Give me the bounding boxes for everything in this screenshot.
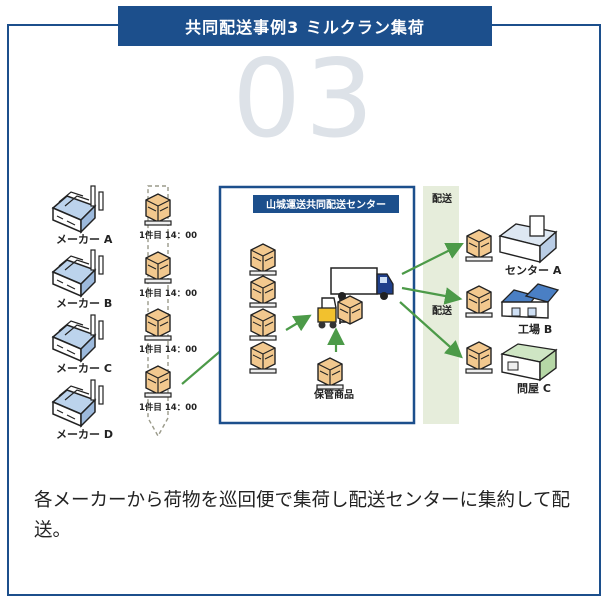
arrow-to-forklift: [285, 314, 312, 332]
description-text: 各メーカーから荷物を巡回便で集荷し配送センターに集約して配送。: [34, 490, 570, 541]
maker-label: メーカー A: [56, 233, 113, 246]
maker-b: メーカー B: [52, 249, 112, 310]
wholesaler-c-building-icon: [500, 343, 558, 382]
factory-icon: [52, 185, 104, 233]
forklift-icon: [317, 295, 363, 329]
case-number: 03: [232, 37, 378, 162]
destination-label: 問屋 C: [517, 382, 551, 395]
center-label: 山城運送共同配送センター: [266, 198, 386, 211]
arrow-to-wholesaler-c: [399, 301, 463, 359]
factory-b-building-icon: [500, 283, 560, 319]
arrow-to-factory-b: [401, 286, 463, 305]
factory-icon: [52, 379, 104, 427]
pallet-icon: [145, 252, 171, 283]
pallet-icon: [145, 194, 171, 225]
pallet-icon: [145, 366, 171, 397]
factory-icon: [52, 249, 104, 297]
destination-label: 工場 B: [518, 322, 552, 336]
pallet-icon: [145, 309, 171, 340]
maker-label: メーカー C: [56, 362, 112, 375]
pickup-time: 1件目 14：00: [139, 344, 197, 355]
page-title: 共同配送事例3 ミルクラン集荷: [118, 6, 492, 46]
storage-label: 保管商品: [313, 388, 354, 401]
center-a-building-icon: [498, 215, 558, 264]
arrow-to-center-a: [401, 243, 464, 275]
truck-icon: [330, 267, 394, 300]
delivery-label: 配送: [432, 192, 453, 205]
pickup-time: 1件目 14：00: [139, 230, 197, 241]
maker-a: メーカー A: [52, 185, 113, 246]
pickup-time: 1件目 14：00: [139, 288, 197, 299]
factory-icon: [52, 314, 104, 362]
center-label-bg: [253, 195, 399, 213]
maker-d: メーカー D: [52, 379, 113, 441]
maker-c: メーカー C: [52, 314, 112, 375]
pallet-icon: [466, 286, 492, 317]
maker-label: メーカー B: [56, 297, 112, 310]
pickup-time: 1件目 14：00: [139, 402, 197, 413]
delivery-label: 配送: [432, 304, 453, 317]
pallet-icon: [466, 230, 492, 261]
pallet-icon: [466, 342, 492, 373]
maker-label: メーカー D: [56, 428, 113, 441]
destination-label: センター A: [505, 264, 562, 277]
delivery-lane: [423, 186, 459, 424]
